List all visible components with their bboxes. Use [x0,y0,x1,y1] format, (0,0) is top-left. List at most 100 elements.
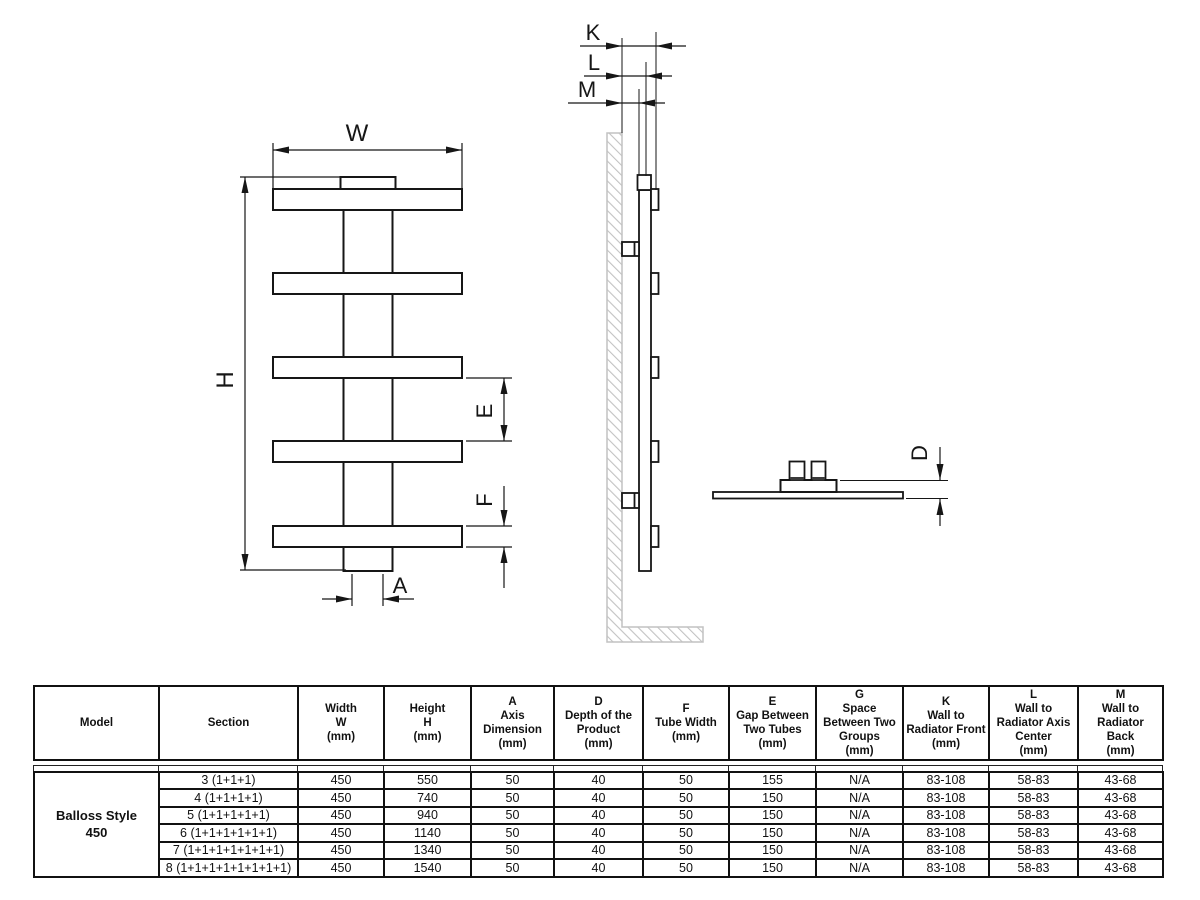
cell-e: 150 [728,805,817,826]
cell-f: 50 [642,823,730,843]
side-panel [638,189,652,572]
side-tube [650,272,660,295]
cell-f: 50 [642,788,730,808]
cell-d: 40 [553,805,644,826]
side-tube [650,525,660,548]
wall-brackets [621,241,640,509]
col-header-section: Section [158,684,299,762]
cell-section: 4 (1+1+1+1) [158,788,299,808]
model-name-cell: Balloss Style 450 [33,770,160,878]
side-view: K L M [568,20,704,643]
dim-label-a: A [393,573,408,598]
cell-k: 83-108 [902,840,990,861]
technical-drawing: W H E F [212,20,948,643]
wall-bracket [621,492,640,509]
cell-l: 58-83 [988,770,1079,791]
cell-d: 40 [553,788,644,808]
tube-bar [272,525,463,548]
dim-f [466,486,512,588]
dim-label-f: F [472,493,497,506]
cell-l: 58-83 [988,858,1079,878]
spec-table-header: Model Section Width W (mm) Height H (mm)… [33,684,1164,762]
dim-d [840,447,948,526]
dim-e [466,377,512,442]
col-header-g: G Space Between Two Groups (mm) [815,684,904,762]
spec-table-spacer-row [33,765,1163,771]
cell-g: N/A [815,858,904,878]
cell-k: 83-108 [902,788,990,808]
cell-l: 58-83 [988,805,1079,826]
cell-m: 43-68 [1077,805,1164,826]
dim-w [272,143,463,192]
cell-k: 83-108 [902,823,990,843]
cell-e: 150 [728,788,817,808]
side-tubes [650,188,660,548]
cell-a: 50 [470,840,555,861]
col-header-width: Width W (mm) [297,684,385,762]
side-tube [650,356,660,379]
col-header-a: A Axis Dimension (mm) [470,684,555,762]
side-top-cap [636,174,652,191]
cell-section: 8 (1+1+1+1+1+1+1+1) [158,858,299,878]
cell-height: 940 [383,805,472,826]
cell-e: 150 [728,823,817,843]
col-header-height: Height H (mm) [383,684,472,762]
cell-g: N/A [815,770,904,791]
cell-k: 83-108 [902,858,990,878]
dim-label-w: W [346,120,369,147]
dim-m [568,99,665,107]
front-view: W H E F [212,120,512,606]
cell-width: 450 [297,788,385,808]
cell-width: 450 [297,823,385,843]
dim-label-h: H [212,371,239,388]
table-row: Balloss Style 450 3 (1+1+1) 450 550 50 4… [33,770,1164,878]
cell-height: 1540 [383,858,472,878]
cell-a: 50 [470,823,555,843]
cell-section: 5 (1+1+1+1+1) [158,805,299,826]
cell-section: 3 (1+1+1) [158,770,299,791]
cell-l: 58-83 [988,823,1079,843]
cell-height: 740 [383,788,472,808]
dim-k [580,42,686,50]
spec-table-body: Balloss Style 450 3 (1+1+1) 450 550 50 4… [33,770,1164,878]
cell-f: 50 [642,770,730,791]
dim-label-l: L [588,50,600,75]
cell-m: 43-68 [1077,858,1164,878]
cell-width: 450 [297,840,385,861]
cell-e: 150 [728,840,817,861]
col-header-k: K Wall to Radiator Front (mm) [902,684,990,762]
col-header-d: D Depth of the Product (mm) [553,684,644,762]
tube-bar [272,272,463,295]
cell-height: 550 [383,770,472,791]
cell-d: 40 [553,840,644,861]
table-row: 4 (1+1+1+1) 450 740 50 40 50 150 N/A 83-… [34,788,1164,808]
col-header-m: M Wall to Radiator Back (mm) [1077,684,1164,762]
top-view: D [712,445,948,526]
side-tube [650,440,660,463]
tube-bar [272,188,463,211]
dim-label-k: K [586,20,601,45]
cell-a: 50 [470,788,555,808]
cell-g: N/A [815,823,904,843]
cell-k: 83-108 [902,805,990,826]
cell-width: 450 [297,805,385,826]
cell-m: 43-68 [1077,770,1164,791]
cell-a: 50 [470,770,555,791]
cell-a: 50 [470,858,555,878]
spec-table-section: Model Section Width W (mm) Height H (mm)… [33,684,1164,878]
cell-e: 155 [728,770,817,791]
cell-l: 58-83 [988,840,1079,861]
table-row: 7 (1+1+1+1+1+1+1) 450 1340 50 40 50 150 … [34,840,1164,861]
dim-label-m: M [578,77,596,102]
cell-section: 6 (1+1+1+1+1+1) [158,823,299,843]
cell-f: 50 [642,858,730,878]
wall-bracket [621,241,640,257]
cell-d: 40 [553,823,644,843]
cell-f: 50 [642,805,730,826]
plan-pipes [788,460,827,481]
tube-bar [272,356,463,379]
cell-g: N/A [815,805,904,826]
dim-a [322,574,414,606]
center-column [342,188,394,572]
